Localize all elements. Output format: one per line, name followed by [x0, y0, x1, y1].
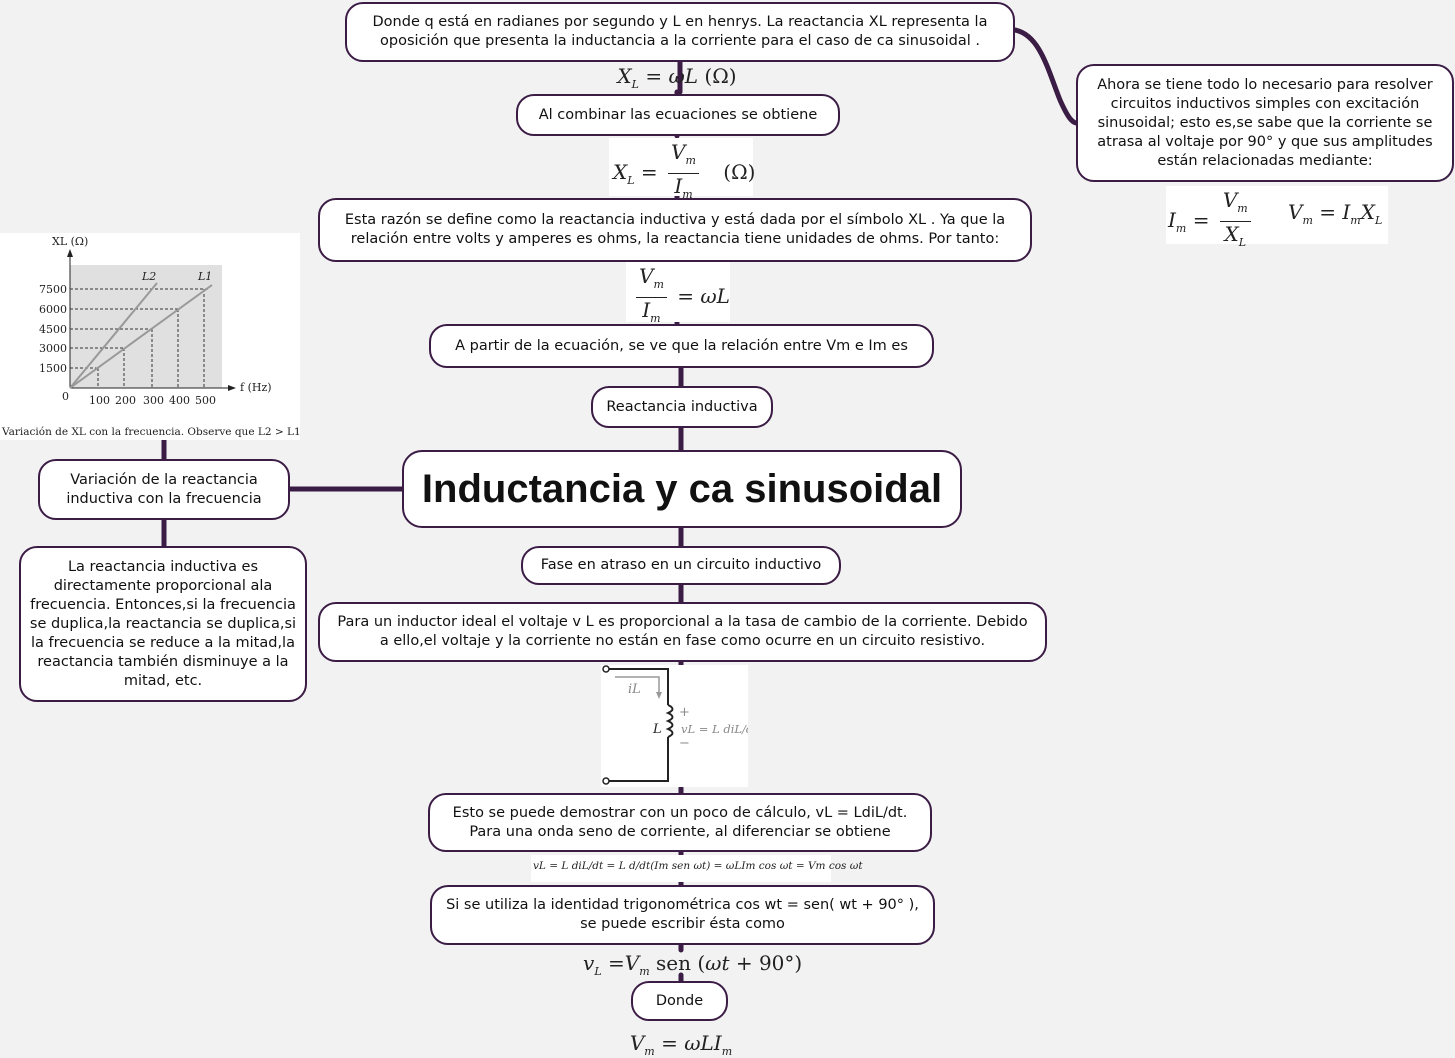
- graph-xl-vs-frequency: XL (Ω) f (Hz) L2 L1 7500 6000 4500 3000 …: [0, 233, 304, 440]
- node-label: Si se utiliza la identidad trigonométric…: [446, 897, 919, 932]
- ytick-4: 1500: [39, 362, 67, 375]
- node-label: Al combinar las ecuaciones se obtiene: [538, 106, 818, 123]
- node-label: La reactancia inductiva es directamente …: [29, 558, 297, 689]
- xtick-2: 300: [143, 394, 164, 407]
- formula-vl-derivative-box: vL = L diL/dt = L d/dt(Im sen ωt) = ωLIm…: [531, 855, 863, 882]
- ytick-3: 3000: [39, 342, 67, 355]
- node-esta-razon[interactable]: Esta razón se define como la reactancia …: [318, 198, 1032, 262]
- node-esto-se[interactable]: Esto se puede demostrar con un poco de c…: [428, 793, 932, 852]
- node-donde-q[interactable]: Donde q está en radianes por segundo y L…: [345, 2, 1015, 62]
- formula-vl-derivative: vL = L diL/dt = L d/dt(Im sen ωt) = ωLIm…: [533, 860, 863, 872]
- node-fase[interactable]: Fase en atraso en un circuito inductivo: [521, 546, 841, 585]
- xtick-4: 500: [195, 394, 216, 407]
- formula-vl-sen: vL =Vm sen (ωt + 90°): [583, 951, 803, 978]
- circuit-plus: +: [679, 705, 690, 720]
- node-variacion[interactable]: Variación de la reactancia inductiva con…: [38, 459, 290, 520]
- node-reactancia-inductiva[interactable]: Reactancia inductiva: [591, 386, 773, 428]
- graph-caption: Variación de XL con la frecuencia. Obser…: [1, 426, 300, 438]
- node-a-partir[interactable]: A partir de la ecuación, se ve que la re…: [429, 324, 934, 368]
- central-title: Inductancia y ca sinusoidal: [421, 467, 943, 511]
- graph-svg: XL (Ω) f (Hz) L2 L1 7500 6000 4500 3000 …: [1, 235, 304, 438]
- node-label: Fase en atraso en un circuito inductivo: [540, 557, 822, 573]
- circuit-vl: vL = L diL/dt: [681, 722, 748, 736]
- graph-origin: 0: [62, 390, 69, 403]
- graph-ylabel: XL (Ω): [52, 235, 88, 248]
- circuit-l: L: [652, 722, 662, 737]
- circuit-svg: iL L + − vL = L diL/dt: [602, 665, 758, 785]
- ytick-1: 6000: [39, 303, 67, 316]
- circuit-inductor: iL L + − vL = L diL/dt: [601, 665, 758, 787]
- node-label: A partir de la ecuación, se ve que la re…: [455, 337, 908, 354]
- xtick-1: 200: [115, 394, 136, 407]
- circuit-minus: −: [679, 736, 690, 751]
- node-label: Donde q está en radianes por segundo y L…: [372, 14, 988, 49]
- circuit-il: iL: [628, 682, 641, 697]
- graph-xlabel: f (Hz): [240, 381, 272, 394]
- node-label: Reactancia inductiva: [606, 398, 758, 415]
- central-topic[interactable]: Inductancia y ca sinusoidal: [402, 450, 962, 528]
- formula-xl-omega-l: XL = ωL (Ω): [617, 64, 737, 91]
- ytick-0: 7500: [39, 283, 67, 296]
- node-al-combinar[interactable]: Al combinar las ecuaciones se obtiene: [516, 94, 840, 136]
- node-si-se[interactable]: Si se utiliza la identidad trigonométric…: [430, 885, 935, 945]
- xtick-3: 400: [169, 394, 190, 407]
- line-l2: [69, 282, 158, 389]
- formula-vm-omega: Vm = ωLIm: [629, 1031, 733, 1058]
- node-para-un[interactable]: Para un inductor ideal el voltaje v L es…: [318, 602, 1047, 662]
- graph-l2-label: L2: [141, 270, 156, 283]
- ytick-2: 4500: [39, 323, 67, 336]
- node-ahora[interactable]: Ahora se tiene todo lo necesario para re…: [1076, 64, 1454, 182]
- node-label: Variación de la reactancia inductiva con…: [66, 471, 262, 507]
- node-label: Esto se puede demostrar con un poco de c…: [452, 804, 908, 840]
- node-label: Ahora se tiene todo lo necesario para re…: [1097, 76, 1433, 169]
- node-label: Donde: [655, 992, 704, 1009]
- graph-l1-label: L1: [197, 270, 212, 283]
- node-donde[interactable]: Donde: [631, 981, 728, 1021]
- xtick-0: 100: [89, 394, 110, 407]
- node-label: Para un inductor ideal el voltaje v L es…: [337, 614, 1028, 649]
- node-reactancia-proporcional[interactable]: La reactancia inductiva es directamente …: [19, 546, 307, 702]
- node-label: Esta razón se define como la reactancia …: [344, 212, 1006, 247]
- line-l1: [69, 284, 213, 389]
